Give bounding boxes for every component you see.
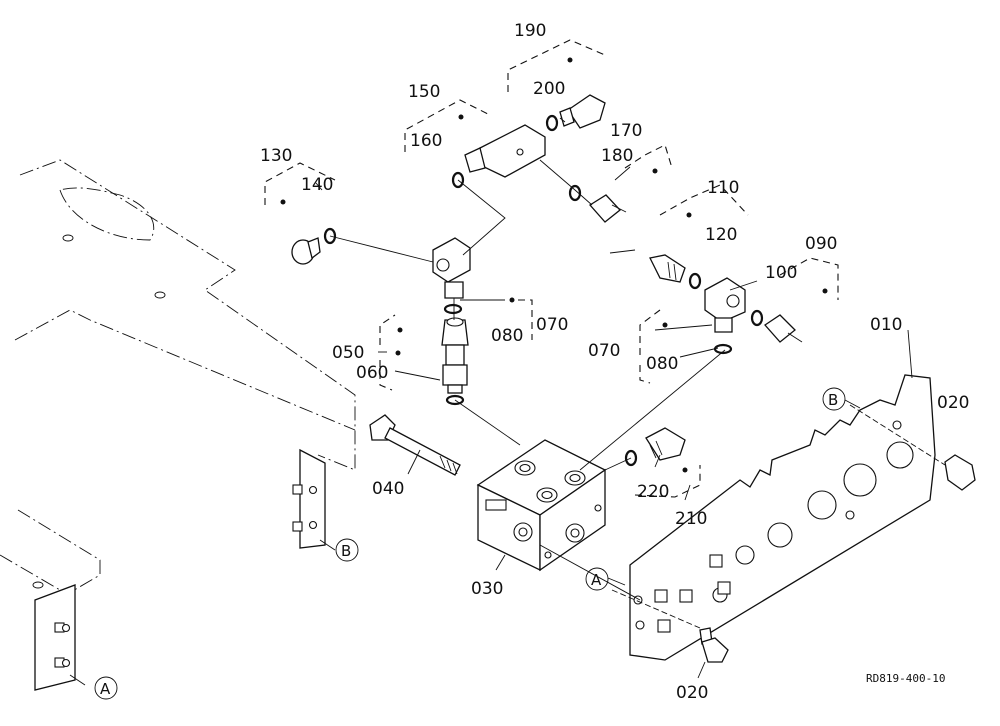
- label-130: 130: [260, 146, 292, 166]
- kit-brackets: [264, 39, 839, 498]
- label-070-left: 070: [536, 315, 568, 335]
- label-070-right: 070: [588, 341, 620, 361]
- part-130-plug: [291, 237, 321, 265]
- part-090-fitting: [764, 314, 803, 343]
- label-020-top: 020: [937, 393, 969, 413]
- label-140: 140: [301, 175, 333, 195]
- label-210: 210: [675, 509, 707, 529]
- label-080-right: 080: [646, 354, 678, 374]
- part-110-fitting: [649, 254, 686, 283]
- part-030-valve-block: [476, 439, 607, 572]
- label-050: 050: [332, 343, 364, 363]
- part-010-plate: [629, 374, 936, 661]
- label-160: 160: [410, 131, 442, 151]
- svg-text:A: A: [591, 571, 602, 589]
- part-050-fitting: [441, 317, 469, 394]
- label-090: 090: [805, 234, 837, 254]
- part-labels: 010 020 020 030 040 050 060 070 070 080 …: [260, 21, 969, 703]
- label-200: 200: [533, 79, 565, 99]
- label-060: 060: [356, 363, 388, 383]
- label-010: 010: [870, 315, 902, 335]
- right-elbow-fitting: [704, 277, 746, 333]
- label-080-left: 080: [491, 326, 523, 346]
- label-180: 180: [601, 146, 633, 166]
- label-220: 220: [637, 482, 669, 502]
- label-190: 190: [514, 21, 546, 41]
- left-elbow-fitting: [432, 237, 471, 299]
- label-110: 110: [707, 178, 739, 198]
- part-150-valve: [464, 124, 546, 178]
- label-030: 030: [471, 579, 503, 599]
- assembly-lines: [329, 159, 946, 629]
- svg-text:B: B: [341, 542, 351, 560]
- leader-lines: [69, 117, 913, 686]
- ref-marker-b-left: B: [335, 538, 359, 562]
- drawing-number: RD819-400-10: [866, 672, 945, 685]
- ref-marker-a-left: A: [94, 676, 118, 700]
- part-190-fitting: [559, 94, 606, 129]
- part-020-bolt-bottom: [699, 627, 729, 663]
- part-020-bolt-top: [944, 454, 976, 491]
- label-040: 040: [372, 479, 404, 499]
- o-rings: [323, 114, 764, 467]
- lower-left-bracket: [34, 584, 76, 691]
- label-120: 120: [705, 225, 737, 245]
- ref-marker-b-right: B: [822, 387, 846, 411]
- label-170: 170: [610, 121, 642, 141]
- svg-text:B: B: [828, 391, 838, 409]
- label-150: 150: [408, 82, 440, 102]
- left-mounting-bracket: [292, 448, 326, 549]
- svg-text:A: A: [100, 680, 111, 698]
- reference-markers: A B A B: [94, 387, 846, 700]
- label-100: 100: [765, 263, 797, 283]
- kit-dots: [280, 57, 828, 473]
- part-170-fitting: [589, 194, 627, 223]
- part-210-switch: [645, 427, 686, 461]
- ref-marker-a-right: A: [585, 567, 609, 591]
- label-020-bottom: 020: [676, 683, 708, 703]
- part-040-bolt: [369, 414, 461, 476]
